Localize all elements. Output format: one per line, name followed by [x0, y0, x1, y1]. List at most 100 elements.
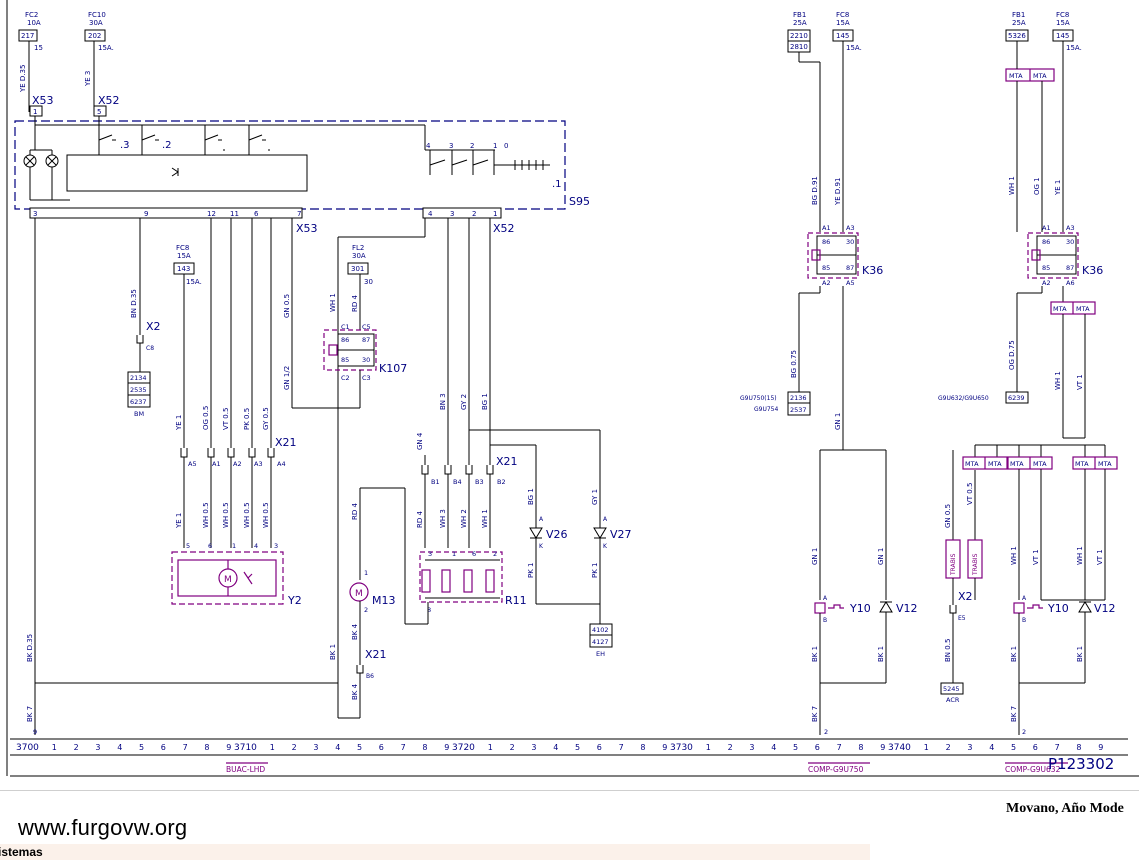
svg-text:B6: B6	[366, 673, 374, 680]
ground-eh: 4102 4127 EH	[589, 623, 613, 658]
svg-text:3: 3	[450, 210, 454, 218]
svg-text:15A.: 15A.	[846, 44, 862, 52]
svg-text:85: 85	[822, 264, 830, 272]
svg-text:1: 1	[493, 210, 497, 218]
svg-text:K36: K36	[862, 264, 883, 277]
svg-text:1: 1	[364, 569, 368, 577]
svg-text:BK 4: BK 4	[351, 683, 359, 700]
svg-text:2535: 2535	[130, 386, 147, 394]
svg-text:VT 0.5: VT 0.5	[966, 483, 974, 505]
svg-text:FC8: FC8	[176, 244, 189, 252]
ruler-section-number: 3700	[16, 743, 39, 753]
svg-text:1: 1	[452, 550, 456, 558]
svg-text:5245: 5245	[943, 685, 960, 693]
svg-text:RD 4: RD 4	[416, 511, 424, 528]
svg-text:A3: A3	[846, 224, 855, 232]
svg-text:A: A	[603, 516, 608, 523]
svg-text:5: 5	[186, 542, 190, 550]
svg-text:2210: 2210	[790, 32, 808, 40]
svg-text:30A: 30A	[352, 252, 366, 260]
fuse-name: FC2	[25, 11, 38, 19]
svg-text:25A: 25A	[1012, 19, 1026, 27]
fuse-fc8-mid: FC8 15A 143 15A.	[173, 244, 202, 448]
svg-text:EH: EH	[596, 650, 605, 658]
svg-text:WH 2: WH 2	[460, 509, 468, 528]
trabis-module: TRABIS TRABIS	[945, 539, 983, 579]
svg-text:M: M	[355, 589, 363, 599]
svg-text:GN 0.5: GN 0.5	[944, 504, 952, 528]
svg-text:GN 1/2: GN 1/2	[283, 366, 291, 390]
svg-text:YE 1: YE 1	[1054, 180, 1062, 196]
ruler-tags: BUAC-LHD COMP-G9U750 COMP-G9U632	[226, 762, 1068, 774]
svg-text:2: 2	[472, 210, 476, 218]
mta-row: MTA MTA MTA MTA MTA MTA	[962, 456, 1118, 470]
svg-text:A5: A5	[188, 460, 197, 468]
svg-text:WH 1: WH 1	[481, 509, 489, 528]
connector-x53-label: X53	[32, 94, 54, 107]
svg-text:BK 1: BK 1	[877, 646, 885, 662]
fuse-out: 15	[34, 44, 43, 52]
svg-text:30: 30	[362, 356, 370, 364]
svg-text:B: B	[1022, 617, 1026, 624]
svg-text:BK 1: BK 1	[329, 644, 337, 660]
svg-text:M13: M13	[372, 594, 396, 607]
ruler-digit: 3	[95, 743, 100, 752]
ruler-digit: 6	[379, 743, 384, 752]
fuse-fb1-right1: FB1 25A 2210 2810	[787, 11, 811, 53]
svg-text:VT 1: VT 1	[1032, 549, 1040, 565]
svg-text:TRABIS: TRABIS	[950, 553, 957, 576]
ruler-section-number: 3730	[670, 743, 693, 753]
svg-text:BK 4: BK 4	[351, 623, 359, 640]
svg-text:X2: X2	[146, 320, 161, 333]
svg-text:2: 2	[493, 550, 497, 558]
ruler-digit: 1	[270, 743, 275, 752]
svg-text:86: 86	[822, 238, 830, 246]
svg-text:WH 0.5: WH 0.5	[222, 502, 230, 528]
connector-x52-label: X52	[493, 222, 515, 235]
svg-text:WH 1: WH 1	[1008, 176, 1016, 195]
svg-text:BN 3: BN 3	[439, 393, 447, 410]
connector-x53-bottom: 3 9 12 11 6 7 X53	[29, 207, 318, 235]
switch-position: .2	[162, 140, 172, 151]
svg-text:V26: V26	[546, 528, 568, 541]
svg-text:BN D.35: BN D.35	[130, 289, 138, 318]
svg-text:Y10: Y10	[1047, 602, 1069, 615]
svg-text:B1: B1	[431, 478, 440, 486]
svg-text:86: 86	[341, 336, 349, 344]
ruler-digit: 1	[52, 743, 57, 752]
ruler-digit: 3	[967, 743, 972, 752]
svg-text:MTA: MTA	[1009, 72, 1023, 80]
svg-text:MTA: MTA	[1033, 460, 1047, 468]
svg-text:OG 1: OG 1	[1033, 177, 1041, 195]
svg-text:A3: A3	[1066, 224, 1075, 232]
svg-text:FB1: FB1	[793, 11, 806, 19]
svg-text:VT 1: VT 1	[1076, 374, 1084, 390]
fuse-fl2: FL2 30A 301 30	[347, 244, 373, 330]
svg-text:WH 1: WH 1	[329, 293, 337, 312]
svg-text:A1: A1	[1042, 224, 1051, 232]
svg-text:E5: E5	[958, 615, 966, 622]
connector-x52-label: X52	[98, 94, 120, 107]
connector-x53-label: X53	[296, 222, 318, 235]
svg-text:V27: V27	[610, 528, 632, 541]
svg-text:86: 86	[1042, 238, 1050, 246]
svg-text:PK 1: PK 1	[527, 563, 535, 579]
ruler-digit: 2	[74, 743, 79, 752]
svg-text:BG 1: BG 1	[481, 393, 489, 410]
svg-text:FL2: FL2	[352, 244, 364, 252]
svg-text:YE D.91: YE D.91	[834, 178, 842, 206]
ruler-digit: 1	[924, 743, 929, 752]
ruler-digit: 2	[510, 743, 515, 752]
ruler-digit: 6	[597, 743, 602, 752]
motor-m13: M 1 2 M13 X21 B6	[338, 487, 428, 719]
wiring-diagram: FC2 10A 217 15 YE D.35 FC10 30A 202 15A.…	[6, 0, 1139, 777]
svg-text:8: 8	[427, 606, 431, 614]
svg-text:BM: BM	[134, 410, 144, 418]
svg-text:GN 1: GN 1	[811, 548, 819, 565]
svg-text:4: 4	[428, 210, 433, 218]
svg-text:B2: B2	[497, 478, 506, 486]
svg-text:2810: 2810	[790, 43, 808, 51]
svg-text:30: 30	[846, 238, 854, 246]
svg-text:15A: 15A	[177, 252, 191, 260]
svg-text:6239: 6239	[1008, 394, 1025, 402]
